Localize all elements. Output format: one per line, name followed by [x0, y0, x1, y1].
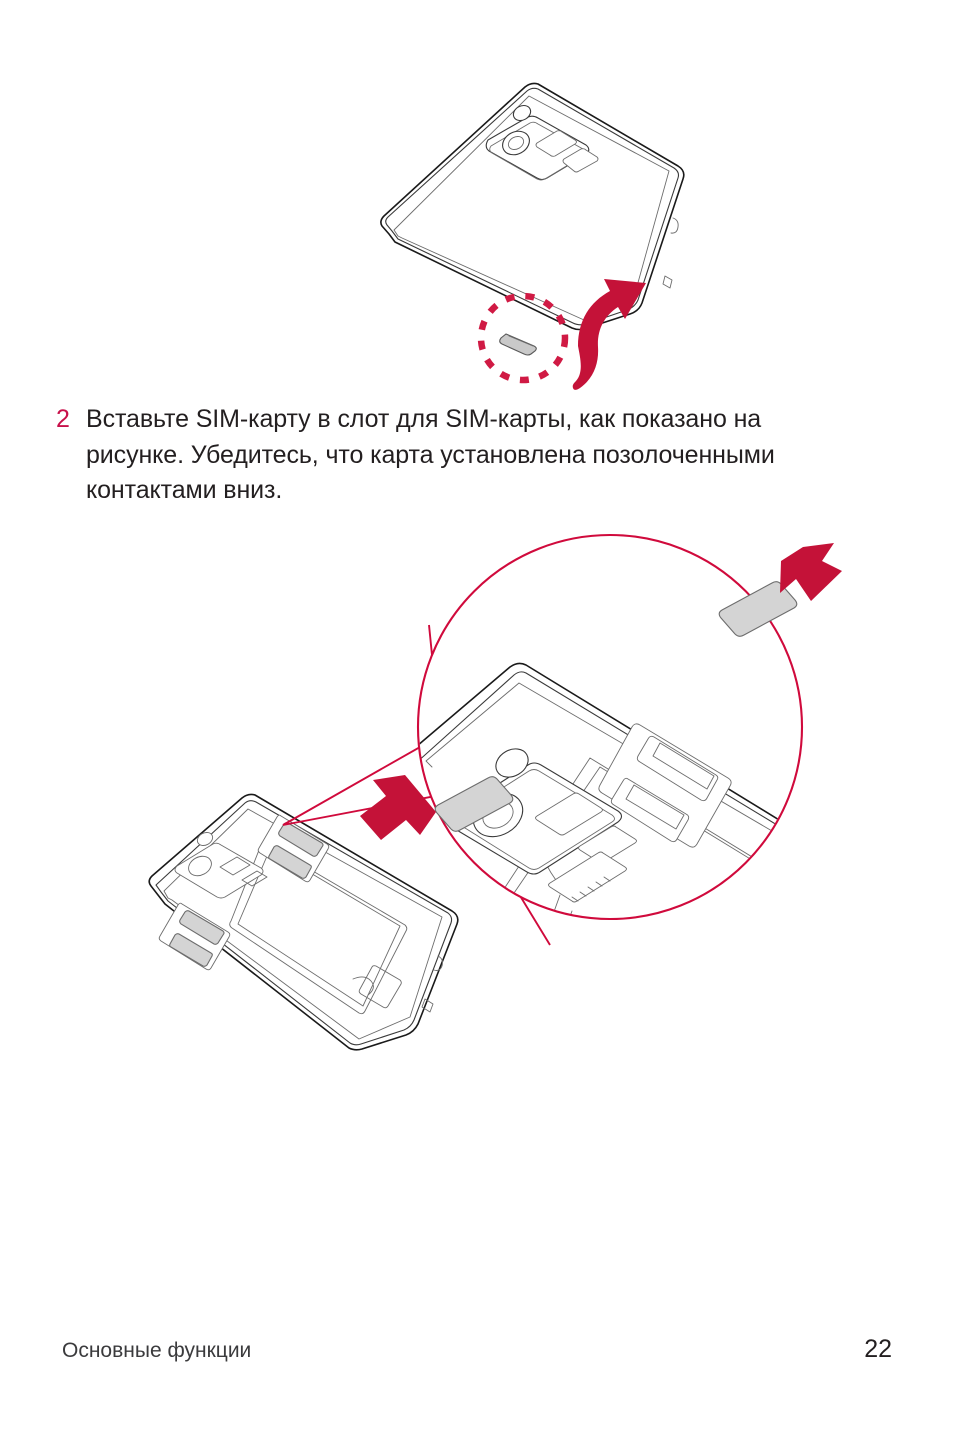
insert-arrow-sim-card	[360, 775, 436, 840]
speaker-hole-small	[433, 955, 443, 971]
cover-release-notch	[499, 333, 537, 356]
footer-section-title: Основные функции	[62, 1339, 252, 1362]
step-text-paragraph: Вставьте SIM-карту в слот для SIM-карты,…	[86, 405, 775, 504]
flex-connector-zoom	[541, 851, 627, 918]
instruction-step: 2 Вставьте SIM-карту в слот для SIM-карт…	[56, 402, 856, 509]
step-number: 2	[56, 405, 70, 433]
side-port	[662, 217, 679, 289]
sim-card	[434, 776, 514, 832]
slot-lower-small	[158, 902, 231, 971]
magnifier-circle	[416, 533, 804, 921]
lift-cover-arrow	[572, 279, 646, 390]
slot-upper-small	[257, 814, 330, 883]
footer-page-number: 22	[864, 1335, 892, 1363]
bottom-illustration-svg	[148, 533, 842, 1051]
dashed-highlight-circle	[477, 292, 569, 384]
step-text: Вставьте SIM-карту в слот для SIM-карты,…	[86, 402, 856, 509]
page-footer: Основные функции 22	[62, 1335, 892, 1364]
memory-card-slot-zoom	[598, 723, 732, 848]
camera-module-small	[174, 832, 268, 899]
memory-card	[718, 581, 798, 637]
figure-insert-sim-card	[120, 515, 842, 1085]
side-key-small	[421, 998, 434, 1013]
phone-open-small	[148, 793, 459, 1051]
figure-remove-back-cover	[248, 58, 728, 398]
top-illustration-svg	[380, 82, 685, 390]
camera-module	[485, 104, 599, 181]
insert-arrow-memory-card	[780, 543, 842, 601]
